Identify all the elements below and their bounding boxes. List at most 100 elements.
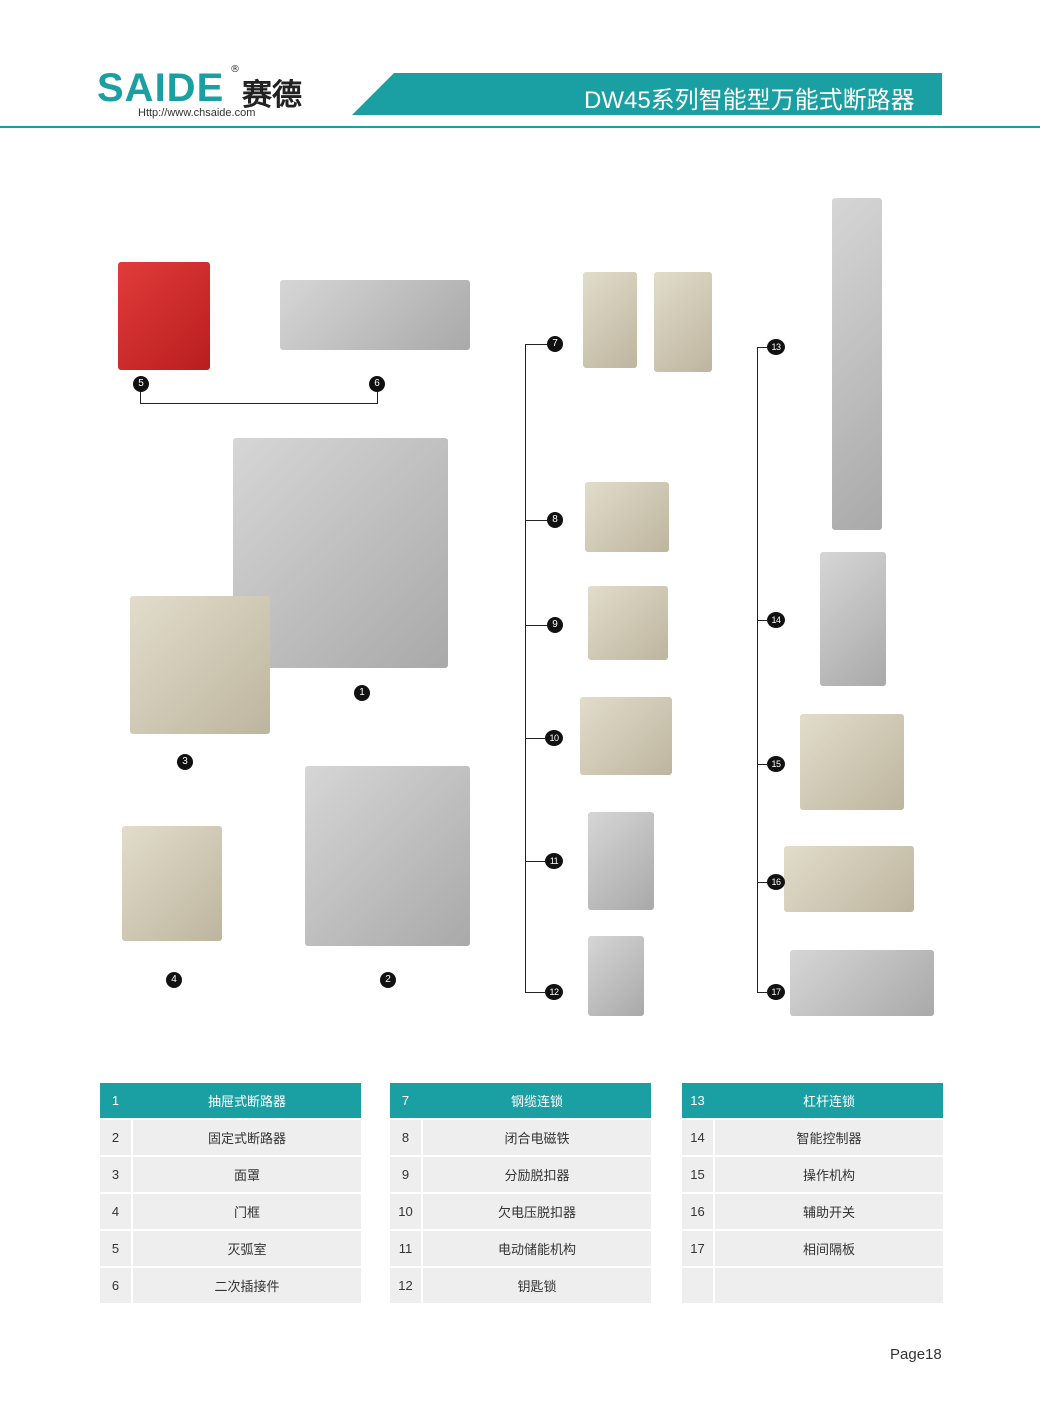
part-name: 钢缆连锁 xyxy=(423,1083,651,1118)
key-lock-image xyxy=(588,936,644,1016)
part-number: 16 xyxy=(682,1194,713,1229)
connector-line xyxy=(377,391,378,403)
phase-barrier-image xyxy=(790,950,934,1016)
part-marker-17: 17 xyxy=(767,984,785,1000)
part-number: 9 xyxy=(390,1157,421,1192)
part-number: 7 xyxy=(390,1083,421,1118)
part-number: 2 xyxy=(100,1120,131,1155)
connector-line xyxy=(140,391,141,403)
part-name: 抽屉式断路器 xyxy=(133,1083,361,1118)
part-name: 固定式断路器 xyxy=(133,1120,361,1155)
table-row xyxy=(682,1268,943,1303)
connector-line xyxy=(757,992,767,993)
part-marker-13: 13 xyxy=(767,339,785,355)
part-name: 面罩 xyxy=(133,1157,361,1192)
part-name: 操作机构 xyxy=(715,1157,943,1192)
fixed-breaker-image xyxy=(305,766,470,946)
secondary-connector-image xyxy=(280,280,470,350)
face-cover-image xyxy=(130,596,270,734)
connector-line xyxy=(525,344,547,345)
part-name: 杠杆连锁 xyxy=(715,1083,943,1118)
part-name: 相间隔板 xyxy=(715,1231,943,1266)
connector-line xyxy=(525,520,547,521)
part-number: 14 xyxy=(682,1120,713,1155)
right-bracket-line xyxy=(757,347,758,992)
page-title: DW45系列智能型万能式断路器 xyxy=(584,87,915,114)
cable-interlock-image-a xyxy=(583,272,637,368)
part-number: 6 xyxy=(100,1268,131,1303)
part-marker-6: 6 xyxy=(369,376,385,392)
part-name: 闭合电磁铁 xyxy=(423,1120,651,1155)
connector-line xyxy=(525,738,545,739)
part-number: 13 xyxy=(682,1083,713,1118)
closing-electromagnet-image xyxy=(585,482,669,552)
operating-mechanism-image xyxy=(800,714,904,810)
part-marker-14: 14 xyxy=(767,612,785,628)
connector-line xyxy=(525,861,545,862)
part-number: 1 xyxy=(100,1083,131,1118)
registered-mark: ® xyxy=(230,64,240,75)
part-marker-1: 1 xyxy=(354,685,370,701)
connector-line xyxy=(525,992,545,993)
part-number: 5 xyxy=(100,1231,131,1266)
part-marker-16: 16 xyxy=(767,874,785,890)
part-name: 智能控制器 xyxy=(715,1120,943,1155)
connector-line xyxy=(757,620,767,621)
part-number: 15 xyxy=(682,1157,713,1192)
part-name xyxy=(715,1268,943,1303)
undervoltage-release-image xyxy=(580,697,672,775)
part-number: 3 xyxy=(100,1157,131,1192)
page-number: Page18 xyxy=(890,1346,942,1363)
part-name: 灭弧室 xyxy=(133,1231,361,1266)
cable-interlock-image-b xyxy=(654,272,712,372)
header-band xyxy=(352,73,942,115)
part-marker-4: 4 xyxy=(166,972,182,988)
part-marker-7: 7 xyxy=(547,336,563,352)
part-name: 钥匙锁 xyxy=(423,1268,651,1303)
connector-line xyxy=(757,347,767,348)
brand-logo-chinese: 赛德 xyxy=(242,78,302,113)
part-number: 10 xyxy=(390,1194,421,1229)
arc-chute-image xyxy=(118,262,210,370)
part-number: 12 xyxy=(390,1268,421,1303)
part-marker-10: 10 xyxy=(545,730,563,746)
company-url: Http://www.chsaide.com xyxy=(138,107,256,119)
part-number: 4 xyxy=(100,1194,131,1229)
brand-logo-text: SAIDE xyxy=(97,66,225,110)
part-marker-9: 9 xyxy=(547,617,563,633)
connector-line xyxy=(140,403,378,404)
part-marker-12: 12 xyxy=(545,984,563,1000)
part-number: 17 xyxy=(682,1231,713,1266)
left-bracket-line xyxy=(525,344,526,992)
part-number: 8 xyxy=(390,1120,421,1155)
part-marker-2: 2 xyxy=(380,972,396,988)
part-marker-3: 3 xyxy=(177,754,193,770)
part-marker-8: 8 xyxy=(547,512,563,528)
lever-interlock-image xyxy=(832,198,882,530)
header-divider xyxy=(0,126,1040,128)
part-name: 电动储能机构 xyxy=(423,1231,651,1266)
part-name: 欠电压脱扣器 xyxy=(423,1194,651,1229)
door-frame-image xyxy=(122,826,222,941)
part-marker-11: 11 xyxy=(545,853,563,869)
part-name: 二次插接件 xyxy=(133,1268,361,1303)
part-marker-5: 5 xyxy=(133,376,149,392)
